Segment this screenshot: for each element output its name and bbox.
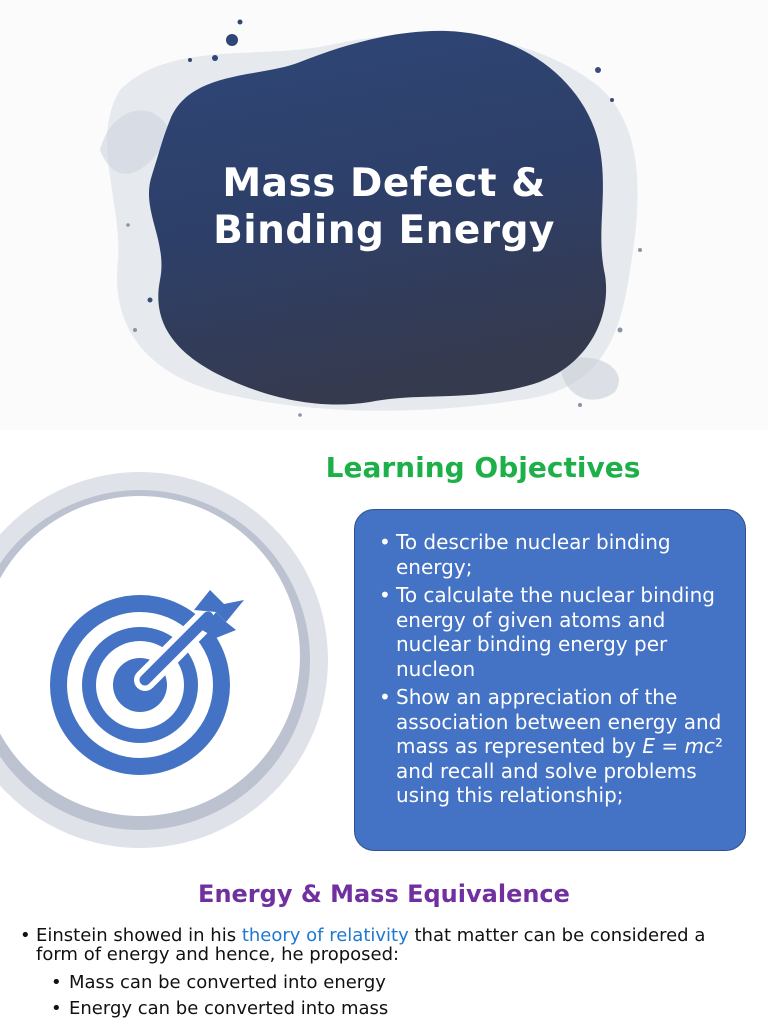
ink-splash-graphic <box>100 19 642 417</box>
objective-item: To calculate the nuclear binding energy … <box>377 583 731 681</box>
objectives-slide: Learning Objectives To describe nuclear … <box>0 430 768 867</box>
equivalence-body: Einstein showed in his theory of relativ… <box>20 926 750 1022</box>
sub-list-item: Mass can be converted into energy <box>51 970 750 996</box>
einstein-paragraph: Einstein showed in his theory of relativ… <box>20 926 750 964</box>
symbol-mc: mc <box>684 734 715 758</box>
title-line-1: Mass Defect & <box>222 161 546 206</box>
equivalence-slide: Energy & Mass Equivalence Einstein showe… <box>0 867 768 1024</box>
objective-item: To describe nuclear binding energy; <box>377 530 731 579</box>
symbol-E: E <box>642 734 655 758</box>
target-with-arrow-icon <box>0 472 328 848</box>
slide-title: Mass Defect & Binding Energy <box>150 160 618 254</box>
sub-list-item: Energy can be converted into mass <box>51 996 750 1022</box>
para-text-start: Einstein showed in his <box>36 925 242 946</box>
objectives-list: To describe nuclear binding energy; To c… <box>377 530 731 808</box>
objective-item: Show an appreciation of the association … <box>377 685 731 808</box>
theory-of-relativity-link[interactable]: theory of relativity <box>241 925 409 946</box>
title-line-2: Binding Energy <box>213 208 555 253</box>
objectives-box: To describe nuclear binding energy; To c… <box>354 509 746 851</box>
objective-3-text-end: and recall and solve problems using this… <box>396 758 697 808</box>
equivalence-heading: Energy & Mass Equivalence <box>198 880 570 908</box>
title-slide: Mass Defect & Binding Energy <box>0 0 768 430</box>
equals-sign: = <box>654 734 685 758</box>
para-text-end: that matter can be considered a form of … <box>36 925 706 965</box>
objectives-heading: Learning Objectives <box>325 451 641 484</box>
equivalence-sub-list: Mass can be converted into energy Energy… <box>51 970 750 1022</box>
squared-superscript: ² <box>714 734 723 758</box>
objective-3-text-start: Show an appreciation of the association … <box>396 685 722 758</box>
